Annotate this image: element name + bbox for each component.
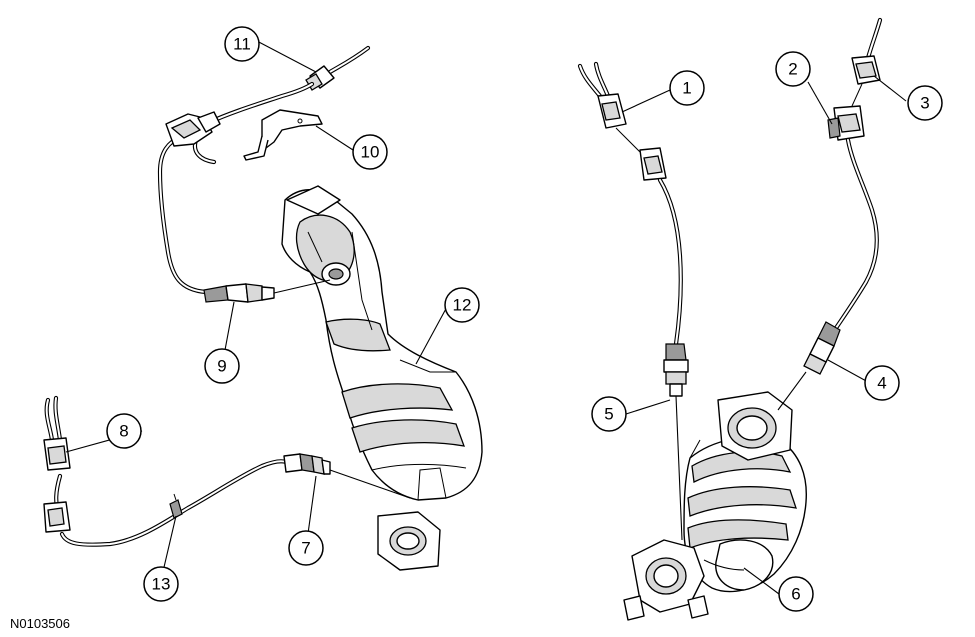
svg-text:13: 13 — [152, 575, 171, 594]
catalytic-converter-left — [281, 185, 483, 501]
callout-8: 8 — [106, 413, 142, 449]
callout-10: 10 — [352, 134, 388, 170]
outlet-flange-left — [377, 511, 441, 571]
svg-text:4: 4 — [877, 374, 886, 393]
connector-11 — [305, 45, 371, 91]
wire-clip-13 — [169, 493, 183, 519]
oxygen-sensor-9 — [157, 111, 331, 303]
oxygen-sensor-7 — [54, 453, 411, 547]
svg-text:9: 9 — [217, 357, 226, 376]
wire-harness-11 — [207, 81, 315, 125]
sensor-bracket — [243, 109, 323, 161]
callout-9: 9 — [204, 348, 240, 384]
callout-6: 6 — [778, 576, 814, 612]
callout-5: 5 — [591, 396, 627, 432]
callout-2: 2 — [775, 51, 811, 87]
callout-1: 1 — [669, 70, 705, 106]
figure-id: N0103506 — [10, 616, 70, 631]
svg-text:1: 1 — [682, 79, 691, 98]
svg-text:2: 2 — [788, 60, 797, 79]
connector-8 — [43, 395, 71, 533]
callout-3: 3 — [907, 85, 943, 121]
oxygen-sensor-5 — [577, 61, 689, 541]
svg-text:3: 3 — [920, 94, 929, 113]
svg-text:10: 10 — [361, 143, 380, 162]
catalytic-converter-right — [623, 391, 807, 621]
svg-text:8: 8 — [119, 422, 128, 441]
callout-12: 12 — [444, 287, 480, 323]
callout-4: 4 — [864, 365, 900, 401]
callout-13: 13 — [143, 566, 179, 602]
oxygen-sensor-4 — [777, 17, 883, 411]
svg-text:5: 5 — [604, 405, 613, 424]
svg-text:12: 12 — [453, 296, 472, 315]
callout-7: 7 — [288, 530, 324, 566]
svg-text:11: 11 — [233, 35, 251, 54]
svg-text:6: 6 — [791, 585, 800, 604]
svg-text:7: 7 — [301, 539, 310, 558]
callout-11: 11 — [224, 26, 260, 62]
